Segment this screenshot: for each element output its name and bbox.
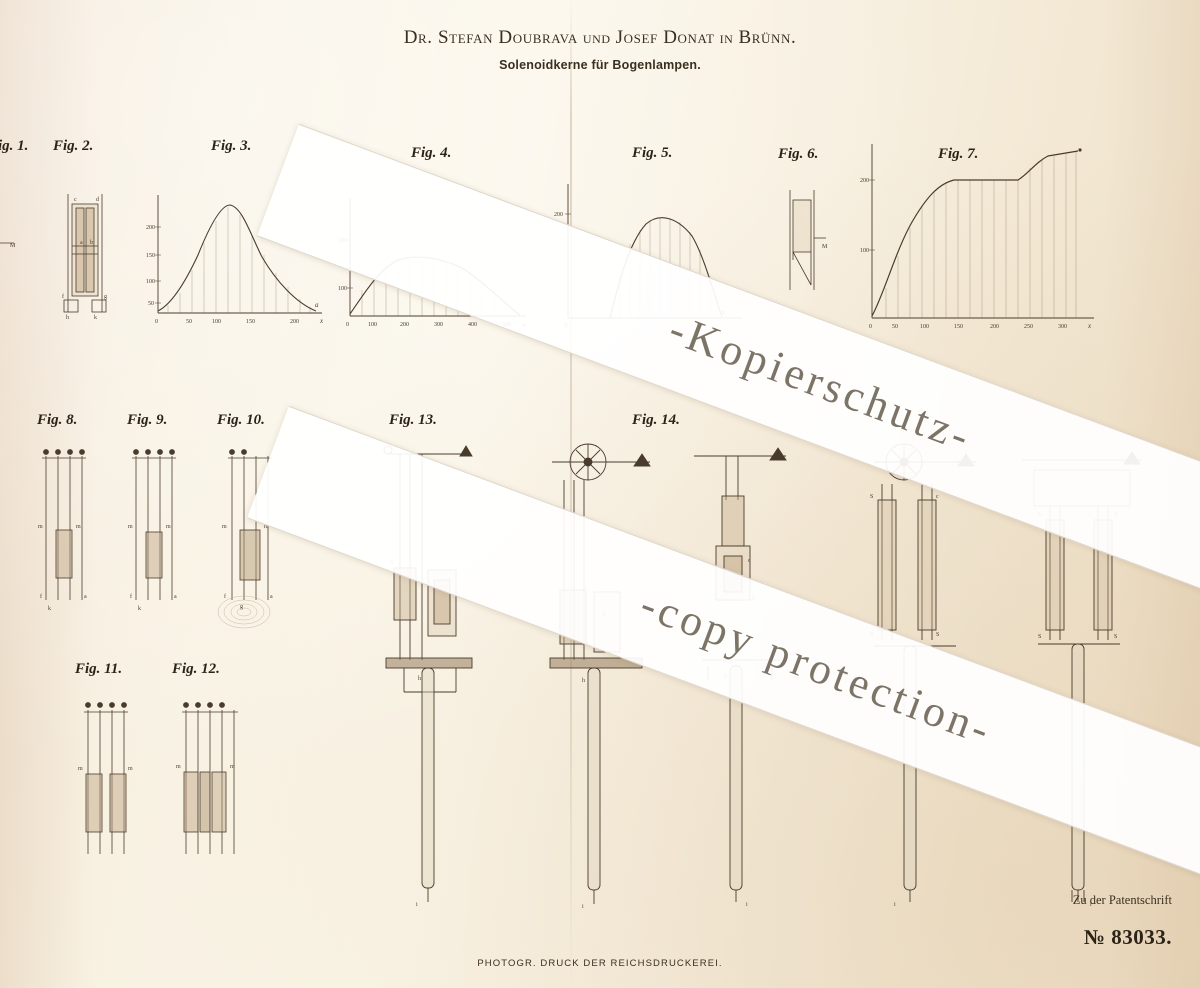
svg-text:c: c (936, 494, 939, 500)
svg-text:200: 200 (860, 178, 869, 184)
svg-text:g: g (104, 294, 107, 300)
patent-reference-note: Zu der Patentschrift (1073, 893, 1172, 908)
patent-number: № 83033. (1084, 925, 1172, 950)
svg-text:m: m (76, 524, 81, 530)
svg-text:300: 300 (1058, 324, 1067, 330)
svg-text:0: 0 (346, 322, 349, 328)
figure-label-fig13: Fig. 13. (389, 412, 437, 429)
printer-imprint: PHOTOGR. DRUCK DER REICHSDRUCKEREI. (0, 958, 1200, 969)
figure-fig8-drawing: m m f k a (34, 440, 104, 620)
svg-text:m: m (176, 764, 181, 770)
svg-text:50: 50 (186, 319, 192, 325)
svg-text:400: 400 (468, 322, 477, 328)
svg-text:m: m (128, 766, 133, 772)
figure-label-fig10: Fig. 10. (217, 412, 265, 429)
svg-text:h: h (66, 315, 69, 321)
svg-text:a: a (80, 240, 83, 246)
figure-label-fig14: Fig. 14. (632, 412, 680, 429)
figure-label-fig9: Fig. 9. (127, 412, 167, 429)
svg-text:k: k (94, 315, 97, 321)
svg-text:250: 250 (1024, 324, 1033, 330)
svg-text:100: 100 (212, 319, 221, 325)
svg-text:150: 150 (146, 253, 155, 259)
svg-text:S: S (936, 632, 939, 638)
figure-fig12-drawing: m m (172, 692, 262, 872)
svg-text:100: 100 (338, 286, 347, 292)
svg-text:i: i (416, 902, 418, 908)
figure-label-fig6: Fig. 6. (778, 146, 818, 163)
svg-text:m: m (166, 524, 171, 530)
svg-text:x: x (1087, 322, 1092, 330)
figure-label-fig1: Fig. 1. (0, 138, 28, 155)
svg-text:100: 100 (146, 279, 155, 285)
svg-text:150: 150 (246, 319, 255, 325)
figure-label-fig11: Fig. 11. (75, 661, 122, 678)
svg-text:i: i (582, 904, 584, 910)
svg-text:200: 200 (146, 225, 155, 231)
svg-text:50: 50 (892, 324, 898, 330)
svg-text:f: f (224, 593, 226, 600)
svg-text:200: 200 (400, 322, 409, 328)
svg-text:S: S (1114, 634, 1117, 640)
svg-text:c: c (74, 197, 77, 203)
svg-text:i: i (894, 902, 896, 908)
svg-text:m: m (230, 764, 235, 770)
author-line: Dr. Stefan Doubrava und Josef Donat in B… (404, 27, 797, 47)
svg-text:M: M (822, 244, 828, 250)
svg-text:b: b (90, 240, 93, 246)
svg-text:300: 300 (434, 322, 443, 328)
svg-text:a: a (174, 594, 177, 600)
svg-text:S: S (1038, 634, 1041, 640)
svg-text:d: d (96, 197, 99, 203)
page-subtitle: Solenoidkerne für Bogenlampen. (0, 58, 1200, 72)
svg-text:a: a (315, 301, 319, 309)
svg-text:100: 100 (368, 322, 377, 328)
svg-text:0: 0 (155, 319, 158, 325)
svg-text:m: m (38, 524, 43, 530)
svg-text:200: 200 (290, 319, 299, 325)
svg-text:m: m (128, 524, 133, 530)
figure-fig1-drawing: k M (0, 185, 20, 315)
svg-text:f: f (130, 593, 132, 600)
svg-text:S: S (870, 494, 873, 500)
svg-text:k: k (48, 606, 51, 612)
svg-text:x: x (319, 317, 324, 325)
svg-text:i: i (746, 902, 748, 908)
figure-label-fig3: Fig. 3. (211, 138, 251, 155)
figure-label-fig12: Fig. 12. (172, 661, 220, 678)
svg-text:f: f (40, 593, 42, 600)
figure-fig2-drawing: c d a b f g h k (60, 186, 120, 321)
figure-fig6-drawing: M (780, 190, 840, 300)
svg-text:100: 100 (860, 248, 869, 254)
svg-text:h: h (582, 678, 585, 684)
page-title: Dr. Stefan Doubrava und Josef Donat in B… (0, 27, 1200, 49)
svg-text:a: a (270, 594, 273, 600)
svg-text:m: m (78, 766, 83, 772)
svg-text:100: 100 (920, 324, 929, 330)
chart-fig7: 100 200 0 50 100 150 200 250 300 x (862, 138, 1102, 333)
svg-text:a: a (84, 594, 87, 600)
svg-text:150: 150 (954, 324, 963, 330)
svg-text:h: h (418, 676, 421, 682)
svg-text:M: M (10, 243, 16, 249)
svg-text:200: 200 (554, 212, 563, 218)
figure-label-fig8: Fig. 8. (37, 412, 77, 429)
figure-label-fig5: Fig. 5. (632, 145, 672, 162)
svg-text:k: k (138, 606, 141, 612)
figure-fig9-drawing: m m f k a (124, 440, 194, 620)
svg-text:c: c (748, 558, 751, 564)
svg-text:m: m (222, 524, 227, 530)
svg-text:50: 50 (148, 301, 154, 307)
svg-text:f: f (62, 293, 64, 300)
figure-fig11-drawing: m m (74, 692, 154, 872)
svg-text:200: 200 (990, 324, 999, 330)
svg-text:g: g (240, 604, 243, 610)
figure-label-fig2: Fig. 2. (53, 138, 93, 155)
figure-label-fig4: Fig. 4. (411, 145, 451, 162)
svg-text:0: 0 (869, 324, 872, 330)
